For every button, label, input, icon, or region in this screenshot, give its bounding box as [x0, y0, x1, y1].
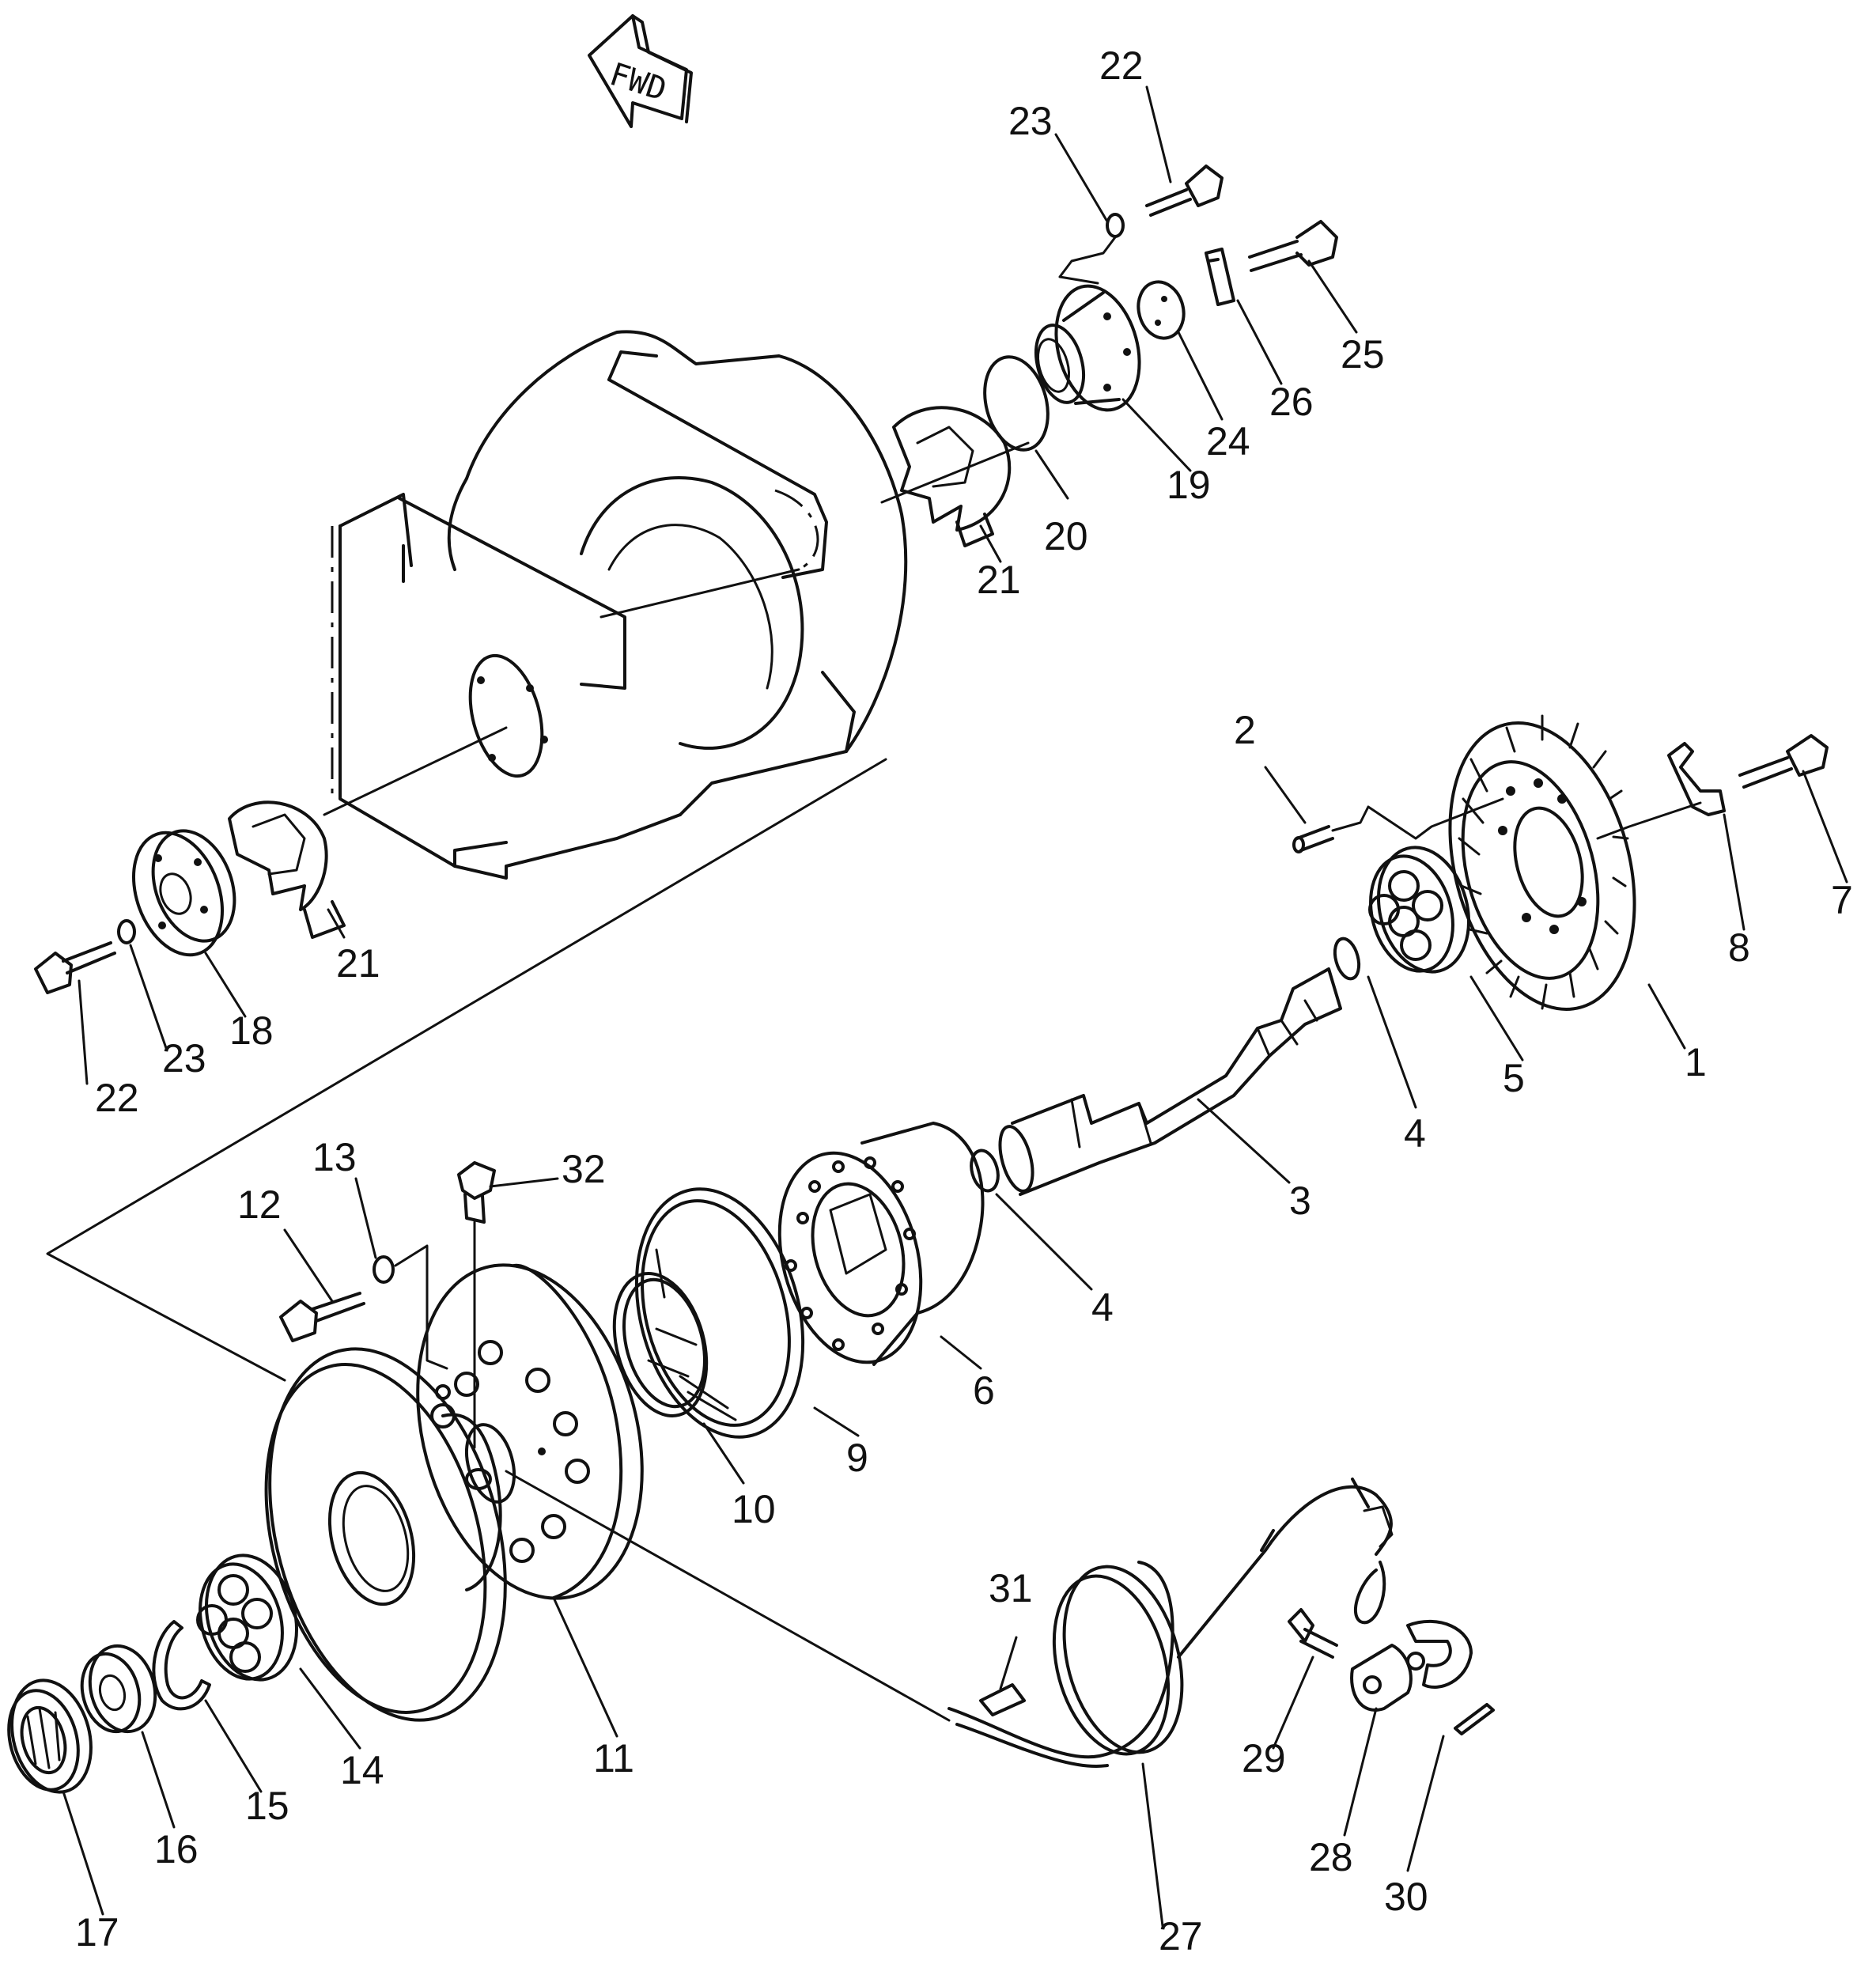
callout-19: 19	[1167, 463, 1211, 507]
callout-29: 29	[1242, 1736, 1286, 1780]
bolt-29	[1288, 1608, 1338, 1659]
bolt-22-upper	[1145, 165, 1224, 217]
callout-21: 21	[977, 558, 1021, 602]
callout-17: 17	[75, 1910, 119, 1955]
bearing-14	[196, 1553, 299, 1682]
callout-21: 21	[336, 941, 380, 986]
callout-10: 10	[732, 1487, 776, 1531]
washer-13	[373, 1255, 395, 1284]
callout-27: 27	[1159, 1914, 1203, 1958]
fwd-arrow-icon: FWD	[588, 14, 693, 128]
bolt-12	[279, 1292, 365, 1342]
callout-13: 13	[312, 1135, 357, 1179]
callout-31: 31	[989, 1566, 1033, 1610]
callout-30: 30	[1384, 1875, 1428, 1919]
gasket-21-upper	[892, 406, 1012, 547]
callout-14: 14	[340, 1748, 384, 1792]
bolt-7	[1738, 734, 1829, 789]
callout-20: 20	[1044, 514, 1088, 558]
hub-6	[777, 1122, 985, 1366]
centerline-housing	[599, 568, 800, 619]
leader-pin-2	[1331, 797, 1504, 840]
callout-7: 7	[1831, 878, 1853, 922]
shaft-3	[998, 967, 1342, 1196]
callout-23: 23	[1008, 99, 1053, 143]
centerline-left	[323, 726, 508, 816]
callout-12: 12	[237, 1183, 282, 1227]
seal-17	[7, 1678, 93, 1794]
gasket-21-lower	[228, 800, 346, 939]
callout-5: 5	[1503, 1056, 1525, 1100]
bolt-25	[1248, 220, 1338, 272]
callout-24: 24	[1206, 419, 1250, 464]
callout-25: 25	[1341, 332, 1385, 377]
callout-3: 3	[1289, 1179, 1311, 1223]
callout-15: 15	[245, 1784, 289, 1828]
plate-24	[1137, 280, 1186, 340]
callout-2: 2	[1234, 708, 1256, 752]
callout-4: 4	[1091, 1285, 1114, 1330]
bearing-5	[1368, 846, 1471, 974]
washer-23-upper	[1106, 213, 1125, 238]
lock-plate-8	[1667, 742, 1726, 816]
o-ring-10	[612, 1272, 709, 1417]
tag-31	[979, 1683, 1026, 1716]
callout-18: 18	[229, 1008, 274, 1053]
callout-6: 6	[973, 1368, 995, 1413]
callout-26: 26	[1269, 380, 1314, 424]
callout-22: 22	[1099, 44, 1144, 88]
flange-11	[416, 1263, 644, 1600]
snap-ring-15	[152, 1620, 211, 1711]
cover-19	[1034, 284, 1141, 412]
callout-11: 11	[593, 1736, 634, 1780]
bushing-16	[80, 1644, 157, 1734]
washer-23-lower	[117, 919, 136, 944]
o-ring-4-upper	[1333, 937, 1361, 981]
callout-8: 8	[1728, 925, 1750, 970]
seal-9	[634, 1187, 805, 1439]
flywheel-housing	[331, 330, 908, 880]
bolt-22-lower	[34, 941, 116, 994]
cable-27	[505, 1470, 1394, 1768]
leader-lines	[62, 85, 1848, 1928]
callout-32: 32	[562, 1147, 606, 1191]
leader-8	[1596, 801, 1702, 840]
centerline-upper	[880, 441, 1030, 504]
o-ring-20	[983, 355, 1050, 452]
callout-4: 4	[1404, 1111, 1426, 1156]
leader-13	[394, 1244, 448, 1370]
pin-2	[1292, 825, 1334, 853]
pulley-wheel	[264, 1347, 507, 1722]
o-ring-4-lower	[970, 1149, 1000, 1193]
callout-16: 16	[154, 1827, 199, 1871]
leader-23-24	[1058, 236, 1117, 285]
gear-1	[1448, 714, 1636, 1011]
shackle-28	[1350, 1620, 1473, 1712]
callout-labels: 1 2 3 4 4 5 6 7 8 9 10 11 12 13 14 15 16…	[75, 44, 1853, 1958]
callout-1: 1	[1685, 1040, 1707, 1084]
callout-28: 28	[1309, 1835, 1353, 1879]
cotter-pin-30	[1454, 1703, 1495, 1735]
callout-22: 22	[95, 1076, 139, 1120]
lock-plate-26	[1205, 248, 1235, 306]
plug-32	[457, 1161, 496, 1449]
cover-18	[131, 829, 236, 957]
callout-9: 9	[846, 1436, 868, 1480]
callout-23: 23	[162, 1036, 206, 1080]
assembly-line	[46, 758, 887, 1382]
